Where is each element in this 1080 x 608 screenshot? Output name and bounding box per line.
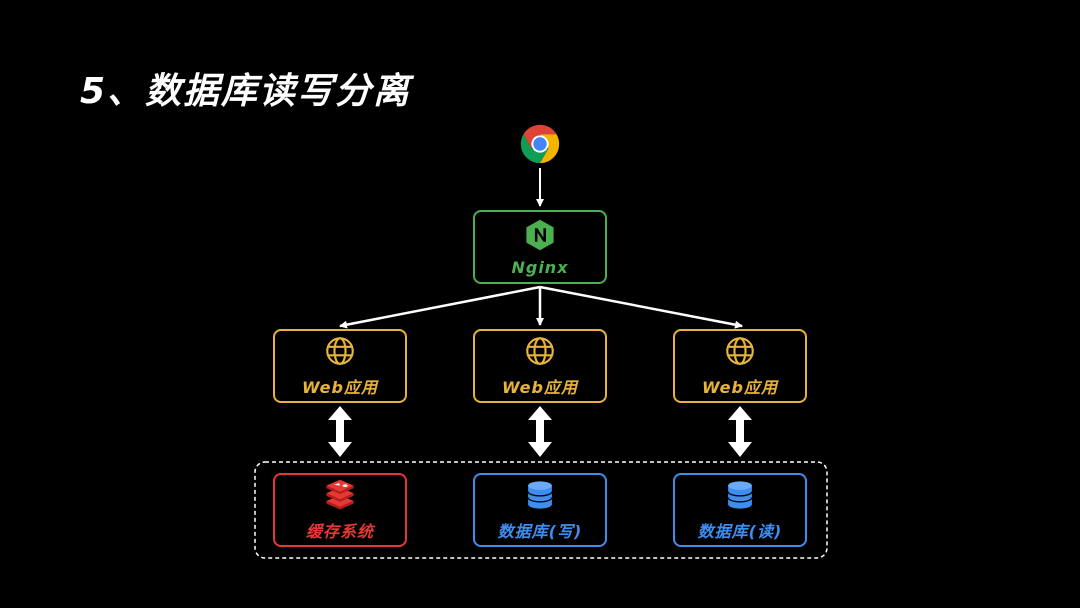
globe-icon bbox=[526, 337, 554, 365]
chrome-icon bbox=[520, 124, 560, 164]
edge-web3-dbread bbox=[728, 406, 752, 457]
db-write-node: 数据库(写) bbox=[473, 473, 607, 547]
edge-web1-cache bbox=[328, 406, 352, 457]
web-app-node-3: Web应用 bbox=[673, 329, 807, 403]
database-icon bbox=[727, 481, 753, 509]
cache-label: 缓存系统 bbox=[305, 522, 374, 541]
globe-icon bbox=[326, 337, 354, 365]
db-read-node: 数据库(读) bbox=[673, 473, 807, 547]
edge-nginx-web3 bbox=[539, 285, 743, 329]
edge-nginx-web1 bbox=[339, 285, 541, 329]
web-app-node-2: Web应用 bbox=[473, 329, 607, 403]
redis-icon bbox=[326, 479, 354, 510]
web-app-label-2: Web应用 bbox=[502, 378, 578, 397]
web-app-label-1: Web应用 bbox=[302, 378, 378, 397]
db-read-label: 数据库(读) bbox=[697, 522, 783, 541]
web-app-label-3: Web应用 bbox=[702, 378, 778, 397]
page-title: 5、数据库读写分离 bbox=[80, 71, 412, 112]
nginx-label: Nginx bbox=[511, 257, 569, 277]
storage-group-border bbox=[254, 461, 828, 559]
db-write-label: 数据库(写) bbox=[497, 522, 583, 541]
edge-web2-dbwrite bbox=[528, 406, 552, 457]
nginx-icon bbox=[526, 219, 554, 250]
nginx-node: Nginx bbox=[473, 210, 607, 284]
database-icon bbox=[527, 481, 553, 509]
globe-icon bbox=[726, 337, 754, 365]
web-app-node-1: Web应用 bbox=[273, 329, 407, 403]
cache-node: 缓存系统 bbox=[273, 473, 407, 547]
